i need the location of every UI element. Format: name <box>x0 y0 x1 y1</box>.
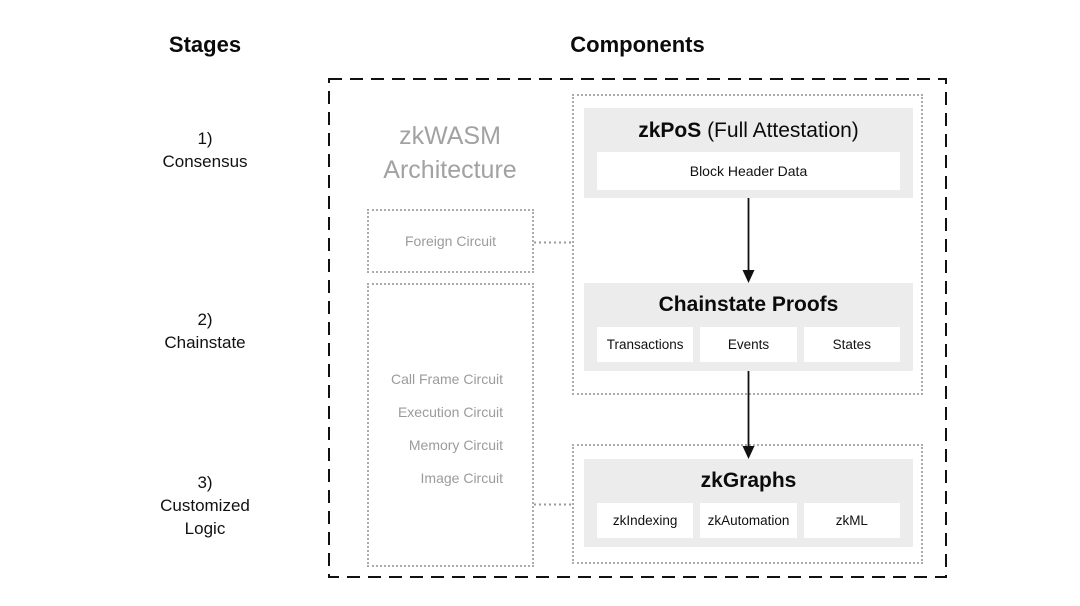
zkindexing-box: zkIndexing <box>597 503 694 538</box>
zkgraphs-panel: zkGraphs zkIndexing zkAutomation zkML <box>584 459 913 547</box>
stage-label: Customized Logic <box>160 496 250 538</box>
circuits-box: Call Frame Circuit Execution Circuit Mem… <box>367 283 534 567</box>
stage-customized-logic: 3) Customized Logic <box>150 471 260 540</box>
zkml-box: zkML <box>803 503 900 538</box>
chainstate-proofs-title: Chainstate Proofs <box>658 293 839 316</box>
stage-label: Chainstate <box>164 333 246 352</box>
zkgraphs-title: zkGraphs <box>700 469 797 492</box>
components-header: Components <box>570 32 705 57</box>
zkgraphs-items-row: zkIndexing zkAutomation zkML <box>597 503 900 538</box>
stage-number: 2) <box>197 310 213 329</box>
transactions-box: Transactions <box>597 327 694 362</box>
foreign-circuit-box: Foreign Circuit <box>367 209 534 273</box>
foreign-circuit-label: Foreign Circuit <box>404 233 497 249</box>
events-box: Events <box>700 327 797 362</box>
zkwasm-architecture-label: zkWASM Architecture <box>383 122 517 184</box>
zkpos-title: zkPoS (Full Attestation) <box>584 108 913 143</box>
states-box: States <box>803 327 900 362</box>
stage-chainstate: 2) Chainstate <box>150 308 260 354</box>
circuit-label-memory: Memory Circuit <box>408 437 503 453</box>
circuit-label-call-frame: Call Frame Circuit <box>390 371 503 387</box>
zkpos-title-rest: (Full Attestation) <box>701 119 859 142</box>
stage-label: Consensus <box>162 152 248 171</box>
stage-number: 1) <box>197 129 213 148</box>
zkpos-title-bold: zkPoS <box>638 119 702 142</box>
circuit-label-execution: Execution Circuit <box>397 404 503 420</box>
chainstate-proofs-panel: Chainstate Proofs Transactions Events St… <box>584 283 913 371</box>
stages-header: Stages <box>168 32 242 57</box>
circuit-label-image: Image Circuit <box>420 470 503 486</box>
stage-consensus: 1) Consensus <box>150 127 260 173</box>
stage-number: 3) <box>197 473 213 492</box>
zkpos-panel: zkPoS (Full Attestation) Block Header Da… <box>584 108 913 198</box>
zkautomation-box: zkAutomation <box>700 503 797 538</box>
block-header-data-box: Block Header Data <box>597 152 900 190</box>
chainstate-items-row: Transactions Events States <box>597 327 900 362</box>
